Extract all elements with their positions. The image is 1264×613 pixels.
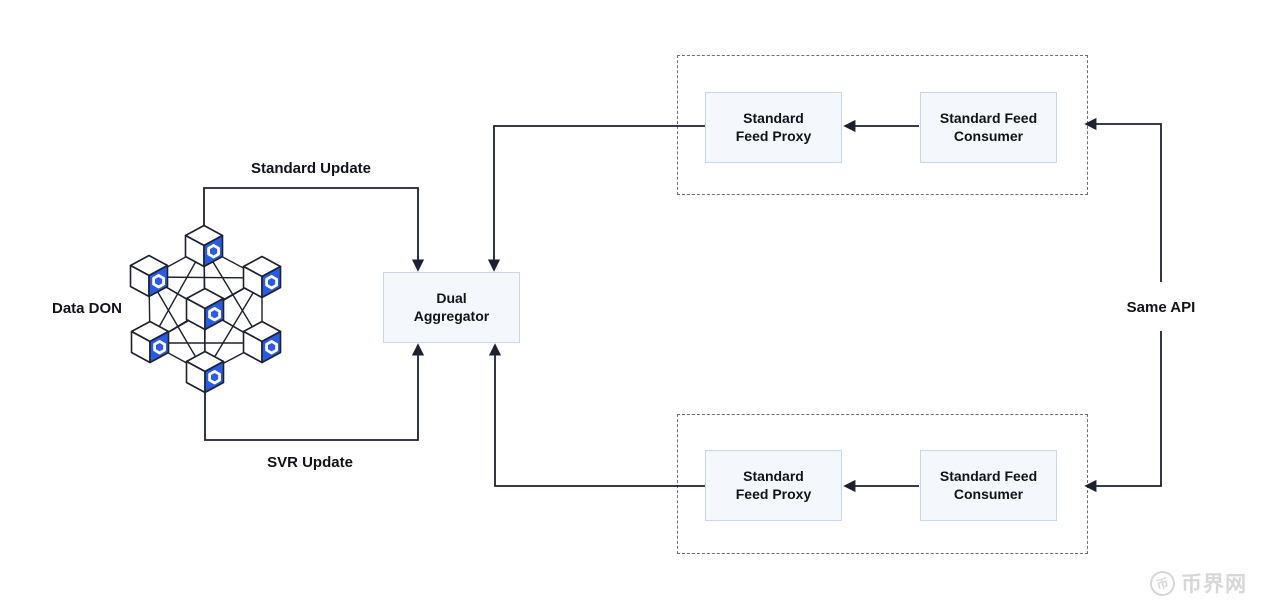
don-network-nodes bbox=[129, 224, 282, 394]
standard-feed-proxy-label-bottom: Standard Feed Proxy bbox=[735, 468, 812, 502]
don-node-cube-icon bbox=[242, 320, 282, 364]
connector-same-api-top bbox=[1084, 117, 1162, 282]
standard-feed-consumer-box-bottom: Standard Feed Consumer bbox=[920, 450, 1057, 521]
connector-svr-update bbox=[204, 343, 425, 441]
watermark-coin-icon: 币 bbox=[1147, 567, 1178, 599]
dual-aggregator-label: Dual Aggregator bbox=[413, 290, 490, 324]
watermark-text: 币界网 bbox=[1181, 573, 1247, 596]
connector-bottom-proxy-to-aggregator bbox=[488, 343, 706, 487]
standard-feed-proxy-box-top: Standard Feed Proxy bbox=[705, 92, 842, 163]
standard-feed-consumer-label-top: Standard Feed Consumer bbox=[939, 110, 1038, 144]
dual-aggregator-box: Dual Aggregator bbox=[383, 272, 520, 343]
svr-update-label: SVR Update bbox=[267, 454, 353, 471]
standard-feed-proxy-box-bottom: Standard Feed Proxy bbox=[705, 450, 842, 521]
don-node-cube-icon bbox=[184, 224, 224, 268]
connector-same-api-bottom bbox=[1084, 331, 1162, 493]
don-node-cube-icon bbox=[185, 350, 225, 394]
don-node-cube-icon bbox=[129, 254, 169, 298]
same-api-label: Same API bbox=[1126, 299, 1196, 316]
data-don-label: Data DON bbox=[51, 300, 123, 317]
standard-feed-consumer-box-top: Standard Feed Consumer bbox=[920, 92, 1057, 163]
standard-feed-proxy-label-top: Standard Feed Proxy bbox=[735, 110, 812, 144]
don-node-cube-icon bbox=[130, 320, 170, 364]
standard-update-label: Standard Update bbox=[250, 160, 372, 177]
connector-standard-update bbox=[203, 187, 425, 272]
don-node-cube-icon bbox=[185, 287, 225, 331]
standard-feed-consumer-label-bottom: Standard Feed Consumer bbox=[939, 468, 1038, 502]
connector-top-proxy-to-aggregator bbox=[487, 125, 706, 272]
connectors bbox=[203, 117, 1162, 493]
don-node-cube-icon bbox=[242, 255, 282, 299]
watermark: 币 币界网 bbox=[1147, 567, 1247, 599]
